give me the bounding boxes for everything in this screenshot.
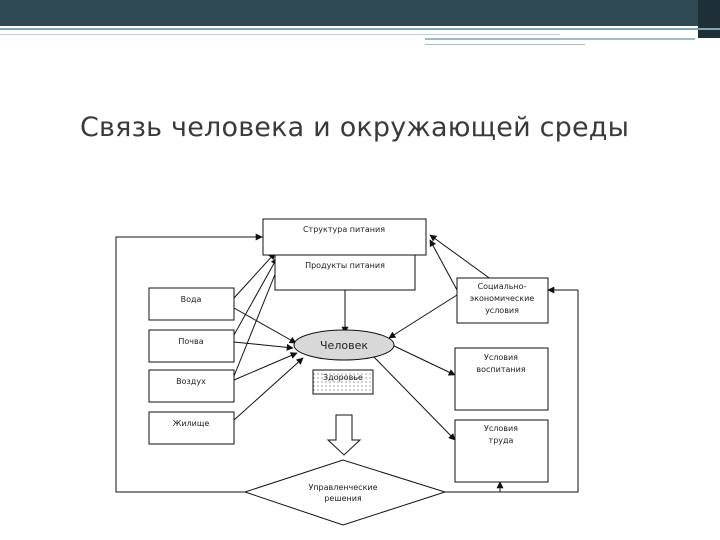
housing-box bbox=[148, 411, 235, 445]
food-products-box bbox=[274, 254, 416, 291]
decisions-label-line1: Управленческие bbox=[308, 483, 377, 492]
slide-top-bar bbox=[0, 0, 720, 26]
slide-decor-line bbox=[425, 44, 585, 45]
socio-label-line2: экономические bbox=[470, 294, 535, 303]
food-products-label: Продукты питания bbox=[305, 261, 385, 270]
nutrition-structure-label: Структура питания bbox=[303, 225, 385, 234]
arrow-water-food bbox=[233, 252, 276, 299]
decisions-diamond bbox=[243, 459, 447, 526]
arrow-soil-food bbox=[233, 257, 278, 336]
arrow-human-work bbox=[371, 354, 456, 441]
arrow-socio-nutrition bbox=[429, 239, 458, 291]
human-ellipse bbox=[293, 329, 395, 361]
human-label: Человек bbox=[320, 339, 368, 352]
health-box bbox=[312, 369, 374, 395]
decisions-label-line2: решения bbox=[324, 494, 362, 503]
health-label: Здоровье bbox=[323, 373, 363, 382]
hollow-down-arrow bbox=[326, 414, 362, 456]
frame-left-line bbox=[115, 236, 263, 493]
slide-title: Связь человека и окружающей среды bbox=[80, 112, 630, 143]
arrow-housing-human bbox=[233, 357, 304, 421]
slide-decor-line bbox=[0, 28, 720, 30]
socio-label-line1: Социально- bbox=[478, 282, 527, 291]
socio-label-line3: условия bbox=[485, 306, 519, 315]
housing-label: Жилище bbox=[173, 419, 210, 428]
upbringing-label-line2: воспитания bbox=[476, 365, 525, 374]
work-label-line1: Условия bbox=[484, 424, 518, 433]
arrow-human-upbringing bbox=[391, 344, 456, 376]
air-label: Воздух bbox=[176, 377, 206, 386]
work-label-line2: труда bbox=[489, 436, 514, 445]
arrow-socio-nutrition2 bbox=[429, 234, 493, 281]
arrow-socio-human bbox=[388, 294, 458, 339]
work-box bbox=[454, 419, 549, 483]
arrow-air-human bbox=[233, 352, 298, 381]
frame-right-line bbox=[445, 290, 579, 493]
water-box bbox=[148, 287, 235, 321]
arrow-water-human bbox=[233, 307, 297, 344]
slide-decor-line bbox=[0, 34, 560, 35]
arrow-air-food bbox=[233, 261, 281, 377]
slide-decor-line bbox=[425, 38, 695, 40]
upbringing-label-line1: Условия bbox=[484, 353, 518, 362]
nutrition-structure-box bbox=[262, 218, 427, 256]
soil-box bbox=[148, 329, 235, 363]
arrow-soil-human bbox=[233, 341, 294, 351]
soil-label: Почва bbox=[178, 337, 203, 346]
socio-economic-box bbox=[456, 277, 549, 324]
upbringing-box bbox=[454, 347, 549, 411]
water-label: Вода bbox=[181, 295, 202, 304]
air-box bbox=[148, 369, 235, 403]
